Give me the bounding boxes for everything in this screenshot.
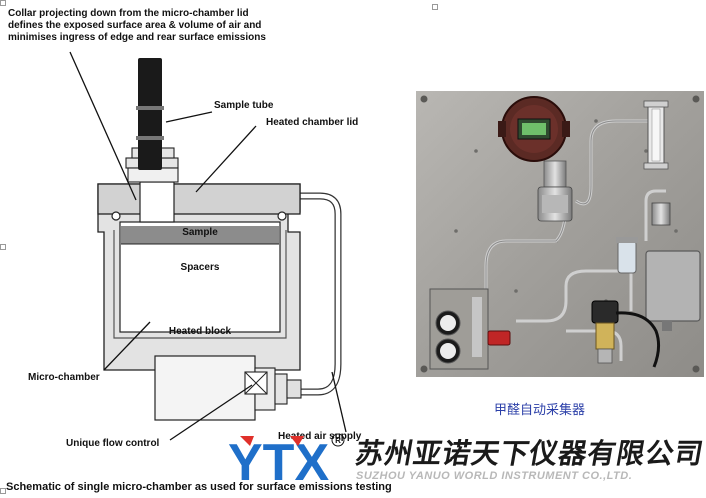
company-name-cn: 苏州亚诺天下仪器有限公司 <box>352 437 706 470</box>
sample-tube <box>138 58 162 170</box>
resize-handle <box>0 488 6 494</box>
sample-layer <box>121 226 279 244</box>
collar-note-line3: minimises ingress of edge and rear surfa… <box>8 32 266 43</box>
red-valve <box>487 330 511 346</box>
logo-text: YTX <box>228 434 329 488</box>
micro-chamber-schematic: R <box>69 51 347 447</box>
collar-fitting <box>139 181 175 223</box>
schematic-caption: Schematic of single micro-chamber as use… <box>6 481 392 493</box>
regulator <box>591 300 619 324</box>
micro-chamber-label: Micro-chamber <box>28 372 100 383</box>
photo-caption: 甲醛自动采集器 <box>494 403 586 418</box>
heated-air-supply-label: Heated air supply <box>278 431 362 442</box>
heated-chamber-lid-label: Heated chamber lid <box>266 117 359 128</box>
svg-text:R: R <box>335 436 341 445</box>
collar-note-line1: Collar projecting down from the micro-ch… <box>8 8 249 19</box>
sample-label: Sample <box>182 227 218 238</box>
junction-box <box>645 250 701 322</box>
sample-tube-label: Sample tube <box>214 100 274 111</box>
heated-block-label: Heated block <box>168 326 232 337</box>
spacers-label: Spacers <box>180 262 220 273</box>
resize-handle <box>432 4 438 10</box>
company-name-en: SUZHOU YANUO WORLD INSTRUMENT CO.,LTD. <box>356 470 633 482</box>
ytx-logo: YTX <box>228 434 329 488</box>
resize-handle <box>0 0 6 6</box>
flow-control-box <box>154 355 256 421</box>
resize-handle <box>0 244 6 250</box>
filter <box>617 240 637 274</box>
unique-flow-control-label: Unique flow control <box>66 438 160 449</box>
collar-note-line2: defines the exposed surface area & volum… <box>8 20 262 31</box>
formaldehyde-sampler-photo <box>416 91 704 377</box>
